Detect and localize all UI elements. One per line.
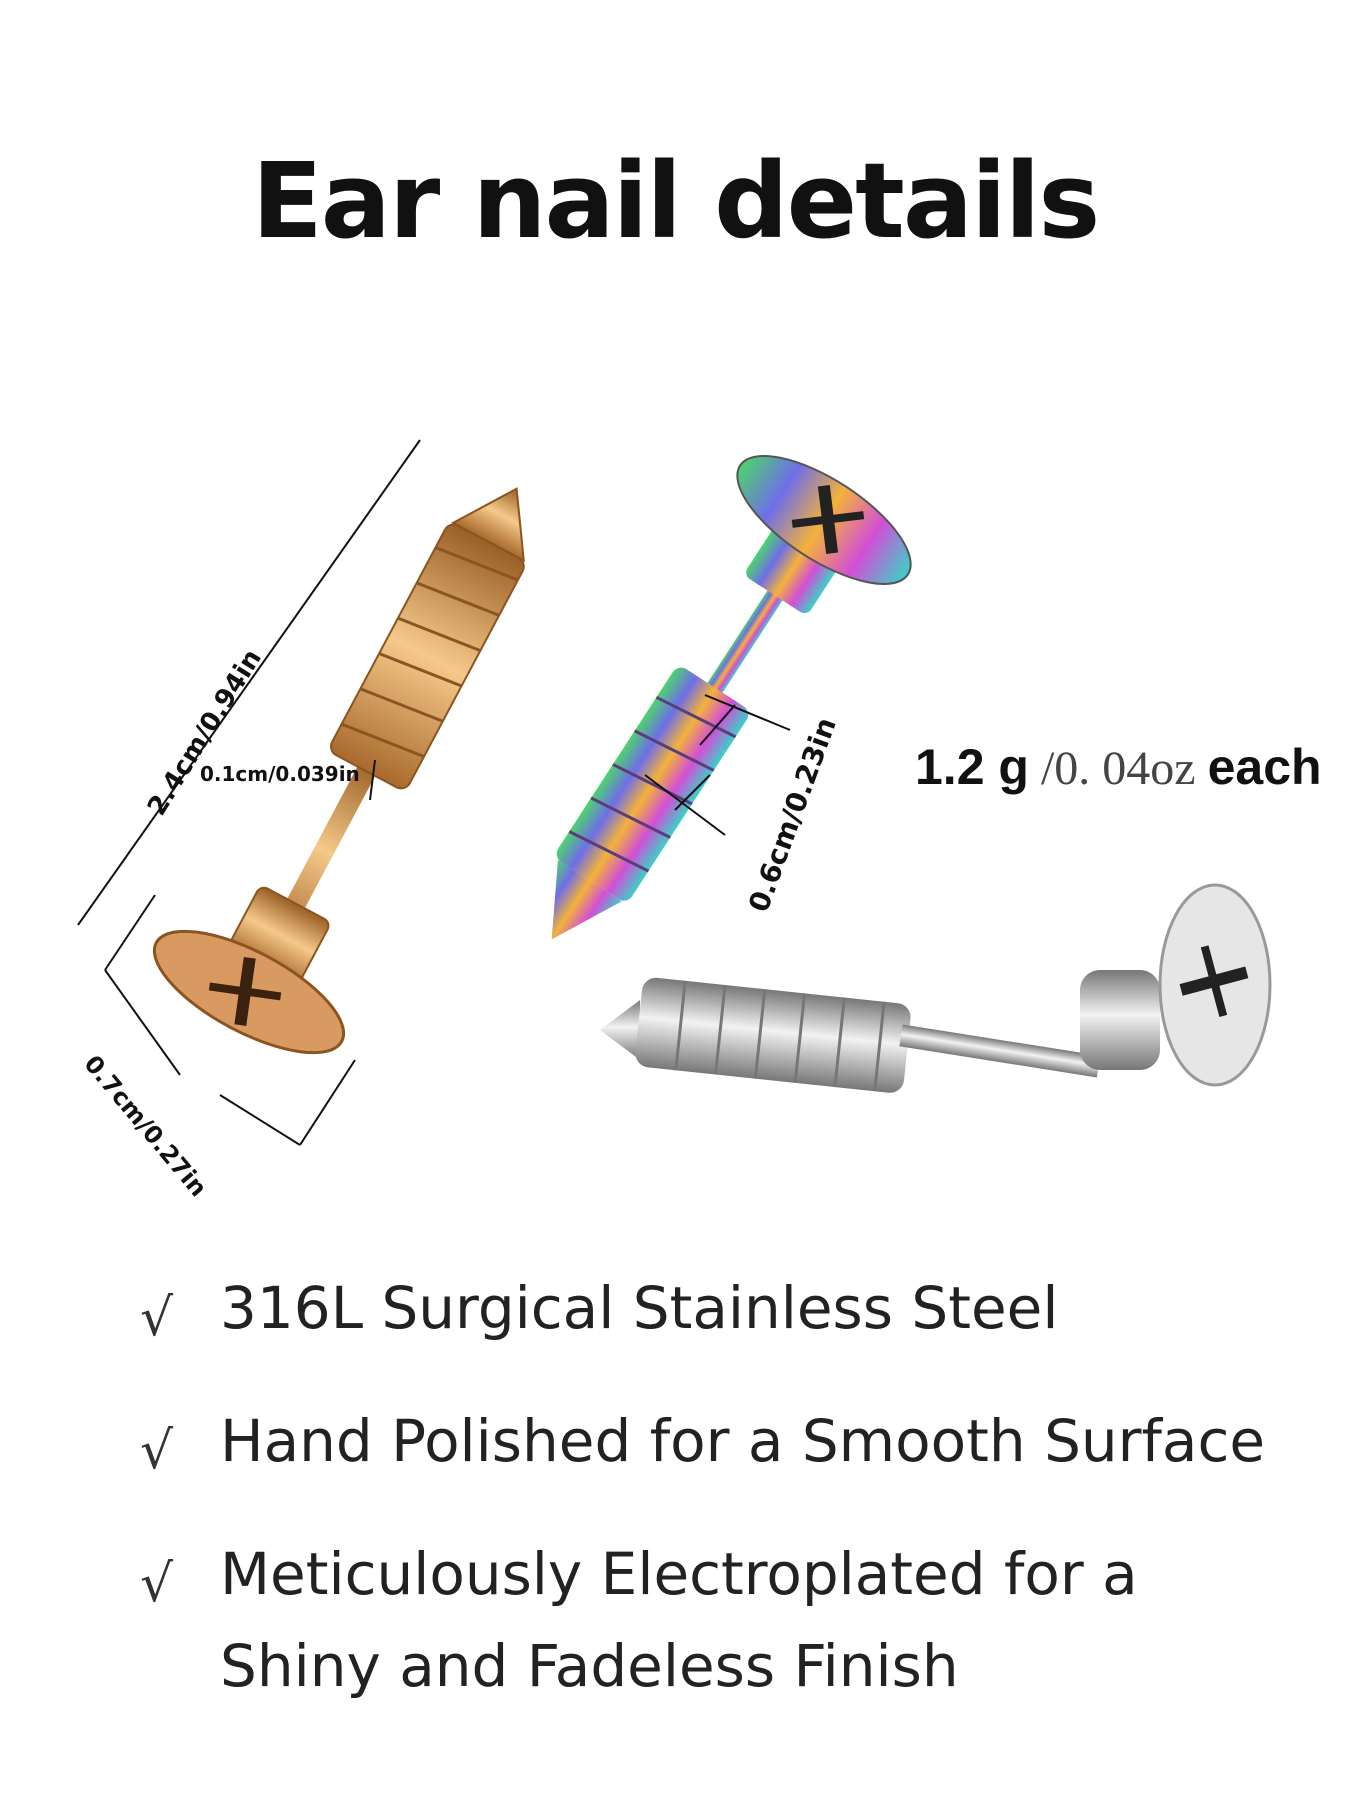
page-title: Ear nail details — [251, 140, 1101, 262]
pin-diameter-label: 0.1cm/0.039in — [200, 762, 360, 786]
dimension-lines — [77, 439, 791, 1146]
feature-list: √ 316L Surgical Stainless Steel √ Hand P… — [140, 1262, 1265, 1732]
check-icon: √ — [140, 1421, 174, 1481]
feature-item: √ Meticulously Electroplated for a Shiny… — [140, 1528, 1265, 1712]
check-icon: √ — [140, 1554, 174, 1614]
rainbow-screw — [551, 455, 912, 940]
check-icon: √ — [140, 1288, 174, 1348]
silver-screw — [600, 883, 1272, 1093]
feature-item: √ 316L Surgical Stainless Steel — [140, 1262, 1265, 1375]
feature-text: Hand Polished for a Smooth Surface — [220, 1407, 1266, 1475]
weight-suffix: each — [1207, 739, 1322, 795]
weight-grams: 1.2 g — [915, 739, 1029, 795]
feature-item: √ Hand Polished for a Smooth Surface — [140, 1395, 1265, 1508]
weight-ounces: /0. 04oz — [1040, 742, 1196, 795]
feature-text: Meticulously Electroplated for a Shiny a… — [220, 1540, 1138, 1700]
gold-screw — [152, 487, 525, 1055]
feature-text: 316L Surgical Stainless Steel — [220, 1274, 1059, 1342]
